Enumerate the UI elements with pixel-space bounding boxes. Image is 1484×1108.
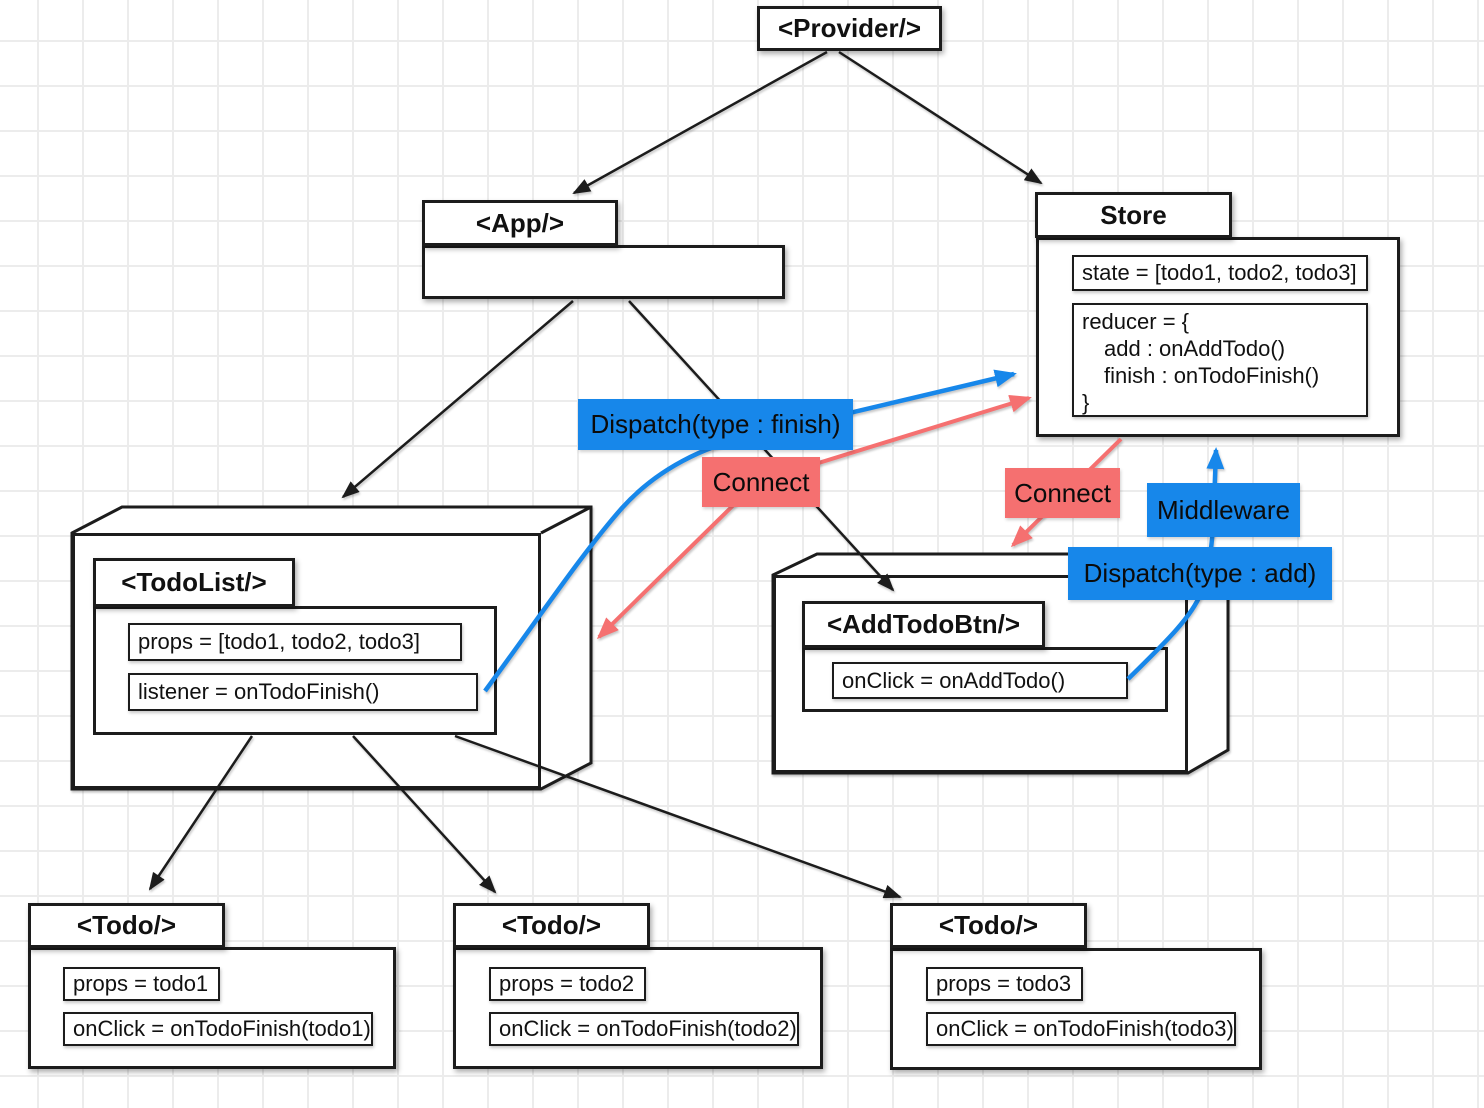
- todo3-tab: <Todo/>: [890, 903, 1087, 948]
- middleware-label: Middleware: [1147, 483, 1300, 537]
- connect-right-text: Connect: [1014, 477, 1111, 508]
- reducer-line: finish : onTodoFinish(): [1104, 363, 1320, 388]
- todo1-title: <Todo/>: [76, 910, 177, 940]
- todolist-tab: <TodoList/>: [93, 558, 295, 607]
- app-tab: <App/>: [422, 200, 618, 246]
- todo2-title: <Todo/>: [501, 910, 602, 940]
- app-body: [422, 245, 785, 299]
- todo1-onclick-box: onClick = onTodoFinish(todo1): [63, 1012, 373, 1046]
- todo3-onclick-text: onClick = onTodoFinish(todo3): [936, 1016, 1234, 1041]
- todo3-props-box: props = todo3: [926, 967, 1083, 1001]
- todolist-props-box: props = [todo1, todo2, todo3]: [128, 623, 462, 661]
- store-state-box: state = [todo1, todo2, todo3]: [1072, 255, 1368, 291]
- dispatch-finish-label: Dispatch(type : finish): [578, 399, 853, 450]
- connect-left-text: Connect: [712, 466, 810, 497]
- todolist-title: <TodoList/>: [121, 567, 267, 597]
- reducer-line: add : onAddTodo(): [1104, 336, 1286, 361]
- todolist-listener-text: listener = onTodoFinish(): [138, 679, 380, 704]
- store-tab: Store: [1035, 192, 1232, 238]
- reducer-line: reducer = {: [1082, 309, 1190, 334]
- arrow-provider-to-store: [838, 50, 1043, 185]
- addtodobtn-title: <AddTodoBtn/>: [826, 609, 1021, 639]
- store-state-text: state = [todo1, todo2, todo3]: [1082, 260, 1357, 285]
- reducer-line: }: [1082, 390, 1090, 415]
- dispatch-add-label: Dispatch(type : add): [1068, 547, 1332, 600]
- todo1-props-text: props = todo1: [73, 971, 209, 996]
- dispatch-add-text: Dispatch(type : add): [1083, 558, 1317, 588]
- todo1-props-box: props = todo1: [63, 967, 220, 1001]
- todolist-listener-box: listener = onTodoFinish(): [128, 673, 478, 711]
- todo1-tab: <Todo/>: [28, 903, 225, 948]
- addtodobtn-onclick-text: onClick = onAddTodo(): [842, 667, 1066, 693]
- todo2-body: [453, 947, 823, 1069]
- todo1-body: [28, 947, 396, 1069]
- todolist-props-text: props = [todo1, todo2, todo3]: [138, 629, 420, 654]
- todo1-onclick-text: onClick = onTodoFinish(todo1): [73, 1016, 371, 1041]
- dispatch-finish-text: Dispatch(type : finish): [590, 409, 841, 439]
- connect-right-label: Connect: [1005, 468, 1120, 518]
- addtodobtn-tab: <AddTodoBtn/>: [802, 601, 1045, 648]
- arrow-app-to-todolist: [341, 300, 574, 499]
- todo3-onclick-box: onClick = onTodoFinish(todo3): [926, 1012, 1236, 1046]
- store-reducer-box: reducer = { add : onAddTodo() finish : o…: [1072, 303, 1368, 417]
- arrow-provider-to-app: [572, 50, 828, 195]
- todo2-props-box: props = todo2: [489, 967, 646, 1001]
- provider-box: <Provider/>: [757, 6, 942, 51]
- app-title: <App/>: [475, 207, 565, 238]
- todo3-props-text: props = todo3: [936, 971, 1072, 996]
- middleware-text: Middleware: [1157, 494, 1290, 525]
- todo3-title: <Todo/>: [938, 910, 1039, 940]
- todo2-onclick-text: onClick = onTodoFinish(todo2): [499, 1016, 797, 1041]
- todo2-onclick-box: onClick = onTodoFinish(todo2): [489, 1012, 799, 1046]
- addtodobtn-onclick-box: onClick = onAddTodo(): [832, 662, 1128, 699]
- todo2-props-text: props = todo2: [499, 971, 635, 996]
- todo2-tab: <Todo/>: [453, 903, 650, 948]
- provider-title: <Provider/>: [777, 13, 922, 43]
- store-title: Store: [1100, 199, 1167, 230]
- connect-left-label: Connect: [702, 457, 820, 507]
